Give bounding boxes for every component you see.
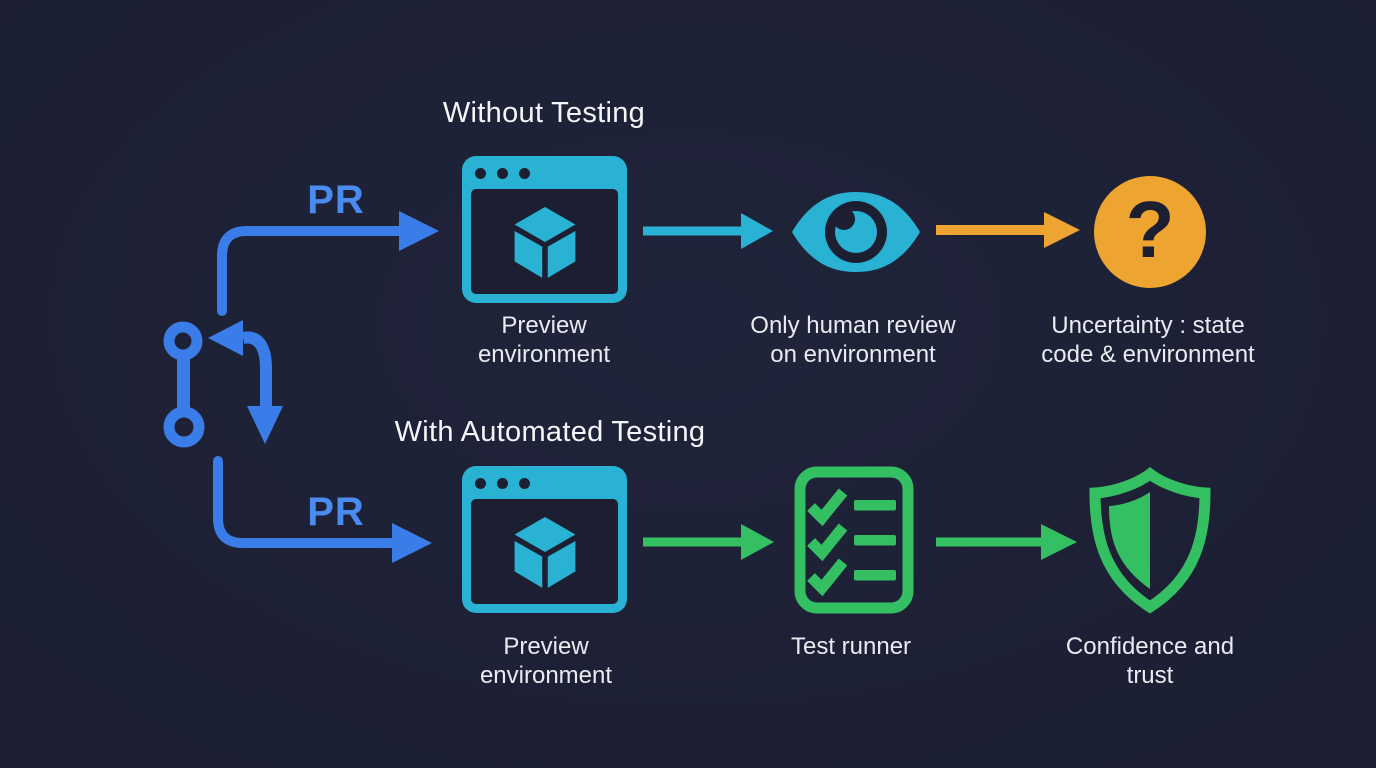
label-line: trust	[1126, 662, 1174, 689]
label-line: on environment	[770, 341, 936, 368]
browser-preview-icon	[462, 156, 627, 303]
git-pull-request-icon	[163, 320, 283, 448]
checklist-icon	[794, 466, 914, 614]
label-line: environment	[479, 662, 613, 689]
label-line: Confidence and	[1065, 633, 1235, 660]
label-line: Preview	[501, 312, 587, 339]
window-dot	[497, 477, 508, 489]
label-line: environment	[477, 341, 611, 368]
browser-preview-icon	[462, 466, 627, 613]
browser-pane	[471, 189, 618, 294]
window-dot	[519, 167, 530, 179]
arrow-preview-to-review	[643, 213, 773, 249]
step-label-confidence: Confidence and trust	[1066, 632, 1234, 690]
eye-icon	[792, 192, 920, 272]
cube-icon	[514, 516, 575, 588]
arrow-preview-to-tests	[643, 524, 774, 560]
row-title-without-testing: Without Testing	[442, 97, 646, 129]
arrow-review-to-uncertainty	[936, 212, 1080, 248]
step-label-preview-environment: Preview environment	[478, 311, 610, 369]
pr-label-top: PR	[307, 178, 365, 222]
question-glyph: ?	[1125, 185, 1175, 274]
browser-pane	[471, 499, 618, 604]
question-mark-icon: ?	[1094, 176, 1206, 288]
step-label-human-review: Only human review on environment	[750, 311, 955, 369]
cube-icon	[514, 206, 575, 278]
window-dot	[475, 167, 486, 179]
step-label-test-runner: Test runner	[791, 632, 911, 661]
label-line: Uncertainty : state	[1051, 312, 1245, 339]
row-title-with-automated-testing: With Automated Testing	[394, 416, 706, 448]
window-dot	[497, 167, 508, 179]
label-line: Test runner	[790, 633, 912, 660]
label-line: code & environment	[1041, 341, 1255, 368]
label-line: Preview	[503, 633, 589, 660]
window-dot	[519, 477, 530, 489]
step-label-preview-environment: Preview environment	[480, 632, 612, 690]
window-dot	[475, 477, 486, 489]
step-label-uncertainty: Uncertainty : state code & environment	[1041, 311, 1254, 369]
label-line: Only human review	[750, 312, 956, 339]
pr-arrow-bottom	[213, 456, 432, 563]
pr-label-bottom: PR	[307, 490, 365, 534]
arrow-tests-to-confidence	[936, 524, 1077, 560]
shield-check-icon	[1089, 467, 1211, 614]
pr-arrow-top	[217, 211, 439, 316]
